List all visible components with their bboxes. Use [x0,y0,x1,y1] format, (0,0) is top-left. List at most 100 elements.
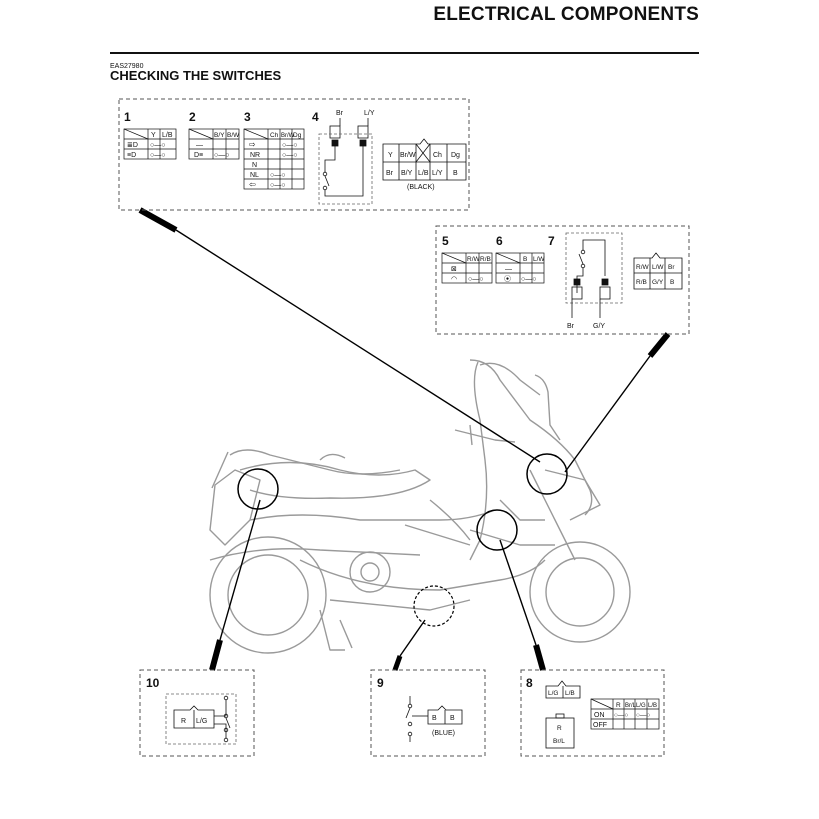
switch-7-pin-1: R/W [636,264,650,271]
horn-off-icon: ⊠ [451,266,457,273]
switch-7-schematic [565,232,623,318]
switch-6-off-label: — [505,266,512,273]
callout-number-2: 2 [189,110,196,124]
switch-8-row-off: OFF [593,722,607,729]
switch-1-conn-2: ○—○ [150,152,165,159]
high-beam-icon: ≣D [127,142,138,149]
switch-1-conn-1: ○—○ [150,142,165,149]
switch-7-pin-6: B [670,279,674,286]
switch-8-conn-2: ○—○ [636,712,650,719]
scooter-illustration [209,359,631,654]
switch-9-connector-color: (BLUE) [432,730,455,737]
switch-8-col-4: L/B [648,703,657,709]
switch-7-pin-5: G/Y [652,279,664,286]
switch-4-connector [382,138,467,181]
switch-10-schematic [165,693,237,745]
switch-7-wire-left: Br [567,323,575,330]
switch-2-conn-1: ○—○ [214,152,229,159]
switch-8-table [590,698,660,730]
switch-8-relay-connector [545,713,575,749]
switch-5-col-1: R/W [467,256,481,263]
switch-2-off-label: — [196,142,203,149]
switch-6-table [495,252,545,284]
switch-3-row-n: N [252,162,257,169]
switch-9-pin-2: B [450,715,455,722]
turn-right-icon: ⇨ [249,140,256,149]
page-title: ELECTRICAL COMPONENTS [433,4,699,25]
switch-4-pin-5: Br [386,170,394,177]
switch-3-row-nr: NR [250,152,260,159]
switch-8-connector [545,680,581,699]
section-title: CHECKING THE SWITCHES [110,68,282,83]
switch-4-wire-left: Br [336,110,344,117]
engine-stop-icon: ◠ [451,276,457,283]
callout-box-9 [370,669,486,757]
switch-1-col-2: L/B [162,132,173,139]
low-beam-icon: ≡D [127,152,136,159]
switch-7-pin-4: R/B [636,279,647,286]
callout-number-4: 4 [312,110,319,124]
callout-number-5: 5 [442,234,449,248]
switch-2-col-2: B/W [227,132,240,139]
switch-4-pin-6: B/Y [401,170,413,177]
switch-4-pin-7: L/B [418,170,429,177]
switch-3-table [243,128,305,190]
switch-2-col-1: B/Y [214,132,225,139]
top-callout-box [118,98,470,211]
switch-8-col-1: R [616,702,621,709]
switch-4-pin-9: B [453,170,458,177]
switch-4-pin-8: L/Y [432,170,443,177]
switch-4-pin-2: Br/W [400,152,416,159]
switch-3-col-3: Dg [293,132,302,139]
switch-8-relay-pin-2: Br/L [553,738,565,745]
passing-icon: D≡ [194,152,203,159]
switch-8-col-2: Br/L [625,703,637,709]
callout-number-10: 10 [146,676,160,690]
callout-number-3: 3 [244,110,251,124]
switch-4-schematic [318,118,373,205]
switch-10-pin-1: R [181,718,186,725]
switch-4-connector-color: (BLACK) [407,184,435,191]
switch-5-conn-1: ○—○ [468,276,483,283]
turn-left-icon: ⇦ [249,180,256,189]
switch-6-col-1: B [523,256,527,263]
switch-6-col-2: L/W [533,256,545,263]
switch-9-schematic [405,696,463,742]
callout-number-7: 7 [548,234,555,248]
callout-number-6: 6 [496,234,503,248]
switch-3-col-2: Br/W [281,133,295,139]
section-code: EAS27980 [110,63,144,70]
switch-9-pin-1: B [432,715,437,722]
switch-4-pin-1: Y [388,152,393,159]
start-icon: ⦿ [504,275,511,283]
callout-number-9: 9 [377,676,384,690]
switch-8-pin-1: L/G [548,690,558,697]
switch-3-conn-4: ○—○ [270,182,285,189]
callout-box-10 [139,669,255,757]
switch-5-col-2: R/B [480,256,491,263]
switch-3-conn-1: ○—○ [282,142,297,149]
switch-3-row-nl: NL [250,172,259,179]
switch-8-col-3: L/G [636,703,646,709]
switch-8-conn-1: ○—○ [614,712,628,719]
switch-8-relay-pin-1: R [557,725,562,732]
callout-leaders [138,207,671,671]
callout-number-8: 8 [526,676,533,690]
switch-5-table [441,252,493,284]
switch-6-conn-1: ○—○ [521,276,536,283]
switch-3-conn-3: ○—○ [270,172,285,179]
header-rule [110,52,699,54]
callout-box-8 [520,669,665,757]
switch-4-pin-4: Dg [451,152,460,159]
switch-7-connector [633,252,683,290]
callout-number-1: 1 [124,110,131,124]
switch-4-pin-3: Ch [433,152,442,159]
switch-10-pin-2: L/G [196,718,207,725]
switch-8-pin-2: L/B [565,690,575,697]
switch-2-table [188,128,240,160]
right-callout-box [435,225,690,335]
switch-3-col-1: Ch [270,132,279,139]
switch-8-row-on: ON [594,712,605,719]
switch-7-pin-2: L/W [652,264,664,271]
